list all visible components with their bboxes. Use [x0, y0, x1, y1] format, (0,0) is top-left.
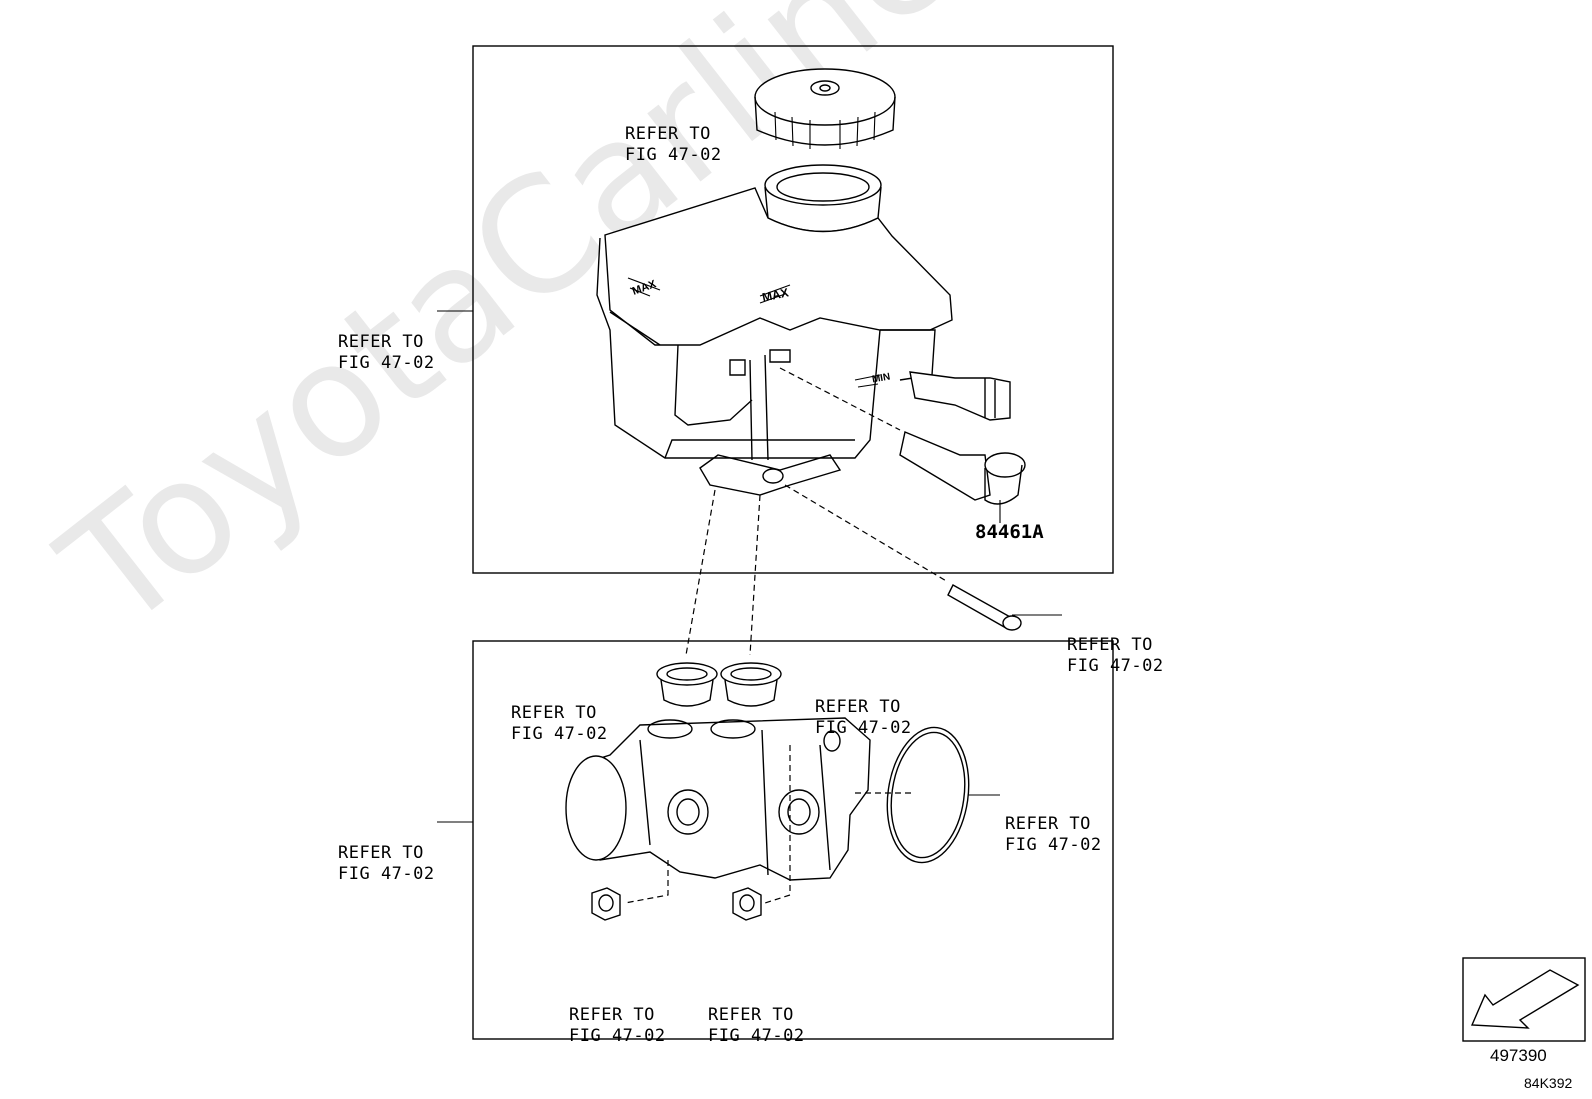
figure-code: 497390	[1490, 1046, 1547, 1065]
nut-right	[732, 887, 762, 921]
view-direction-box	[1462, 957, 1586, 1042]
leader-lines	[437, 310, 1062, 823]
level-warning-switch	[899, 431, 1026, 523]
assembly-lines	[624, 367, 949, 904]
reservoir-neck	[764, 164, 882, 233]
brake-master-cylinder	[565, 717, 871, 881]
o-ring	[886, 726, 970, 864]
drawing-code: 84K392	[1524, 1075, 1573, 1091]
grommet-left	[656, 662, 718, 707]
level-sensor-connector	[909, 371, 1011, 421]
grommet-right	[720, 662, 782, 707]
nut-left	[591, 887, 621, 921]
reservoir-body	[596, 187, 953, 496]
reservoir-frame	[472, 45, 1114, 574]
part-number-label[interactable]: 84461A	[975, 521, 1044, 543]
reservoir-pin	[947, 584, 1022, 631]
cylinder-frame	[472, 640, 1114, 1040]
reservoir-cap	[754, 68, 896, 149]
